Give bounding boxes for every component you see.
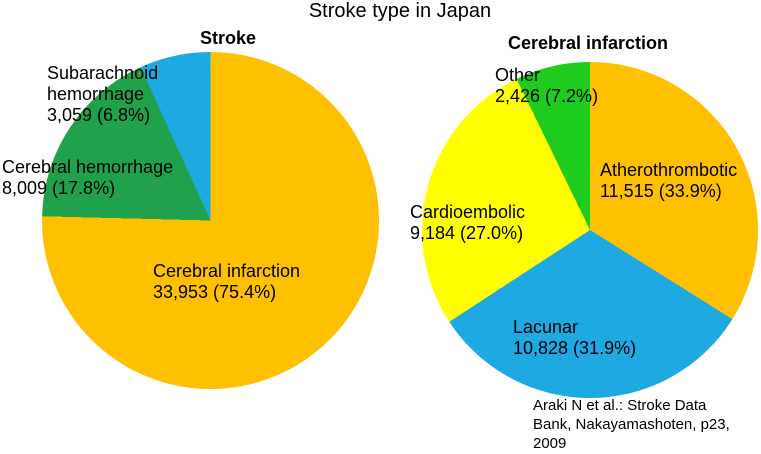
figure-title: Stroke type in Japan bbox=[308, 0, 492, 22]
pie-stroke bbox=[42, 52, 379, 389]
slice-label-lacunar: Lacunar 10,828 (31.9%) bbox=[513, 317, 637, 358]
slice-label-cerebral-infarction: Cerebral infarction 33,953 (75.4%) bbox=[153, 261, 301, 302]
slice-label-cardioembolic: Cardioembolic 9,184 (27.0%) bbox=[410, 202, 526, 243]
slice-label-cerebral-hemorrhage: Cerebral hemorrhage 8,009 (17.8%) bbox=[2, 157, 174, 198]
citation: Araki N et al.: Stroke Data Bank, Nakaya… bbox=[533, 397, 730, 452]
slice-label-atherothrombotic: Atherothrombotic 11,515 (33.9%) bbox=[600, 160, 738, 201]
chart-title-cerebral-infarction: Cerebral infarction bbox=[507, 33, 669, 53]
slice-label-subarachnoid-hemorrhage: Subarachnoid hemorrhage 3,059 (6.8%) bbox=[47, 63, 159, 125]
chart-title-stroke: Stroke bbox=[199, 28, 257, 48]
pie-cerebral-infarction bbox=[422, 62, 758, 398]
slice-label-other: Other 2,426 (7.2%) bbox=[495, 65, 599, 106]
